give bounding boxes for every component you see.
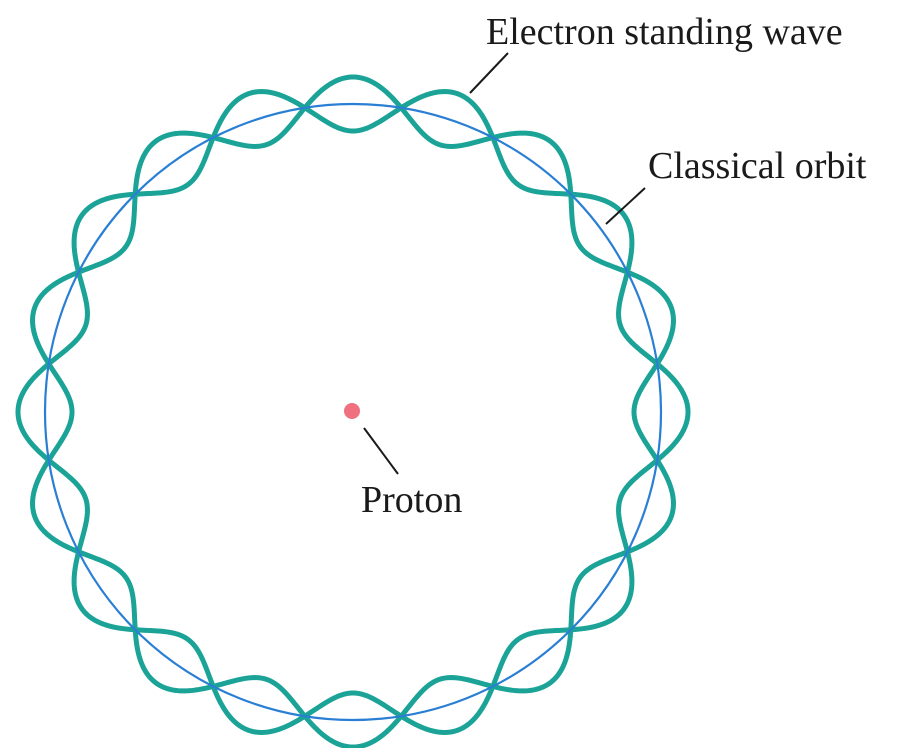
standing-wave-label: Electron standing wave — [486, 11, 843, 53]
proton-leader-line — [364, 428, 398, 474]
classical-orbit-label: Classical orbit — [648, 145, 867, 187]
standing-wave-leader-line — [470, 53, 508, 93]
proton-label: Proton — [361, 479, 462, 521]
proton-dot — [344, 403, 360, 419]
